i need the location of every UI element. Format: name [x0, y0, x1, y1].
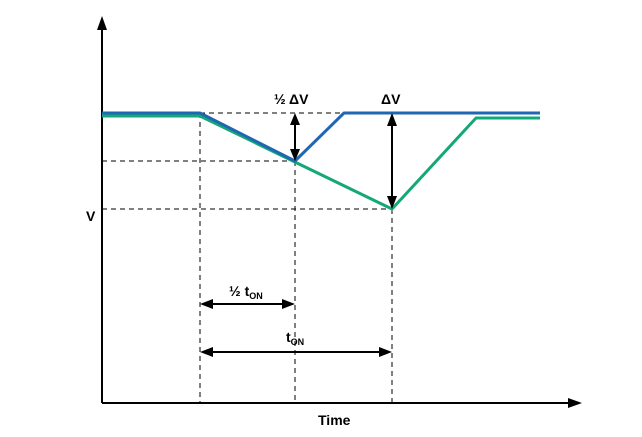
t-on-label-main: t: [286, 329, 291, 345]
half-delta-v-arrowhead-bottom: [290, 149, 300, 161]
delta-v-arrowhead-top: [387, 113, 397, 126]
delta-v-label: ΔV: [381, 91, 401, 107]
x-axis-arrowhead: [568, 398, 582, 408]
half-t-on-label: ½ tON: [229, 283, 263, 301]
half-delta-v-arrowhead-top: [290, 113, 300, 125]
y-axis-label: V: [86, 208, 96, 224]
t-on-arrowhead-right: [379, 347, 392, 357]
half-t-on-label-main: ½ t: [229, 283, 250, 299]
t-on-arrowhead-left: [200, 347, 213, 357]
t-on-label: tON: [286, 329, 304, 347]
half-t-on-arrowhead-left: [200, 299, 213, 309]
t-on-label-sub: ON: [291, 337, 305, 347]
half-t-on-arrowhead-right: [282, 299, 295, 309]
half-delta-v-label: ½ ΔV: [274, 91, 309, 107]
half-t-on-label-sub: ON: [249, 291, 263, 301]
green-trace: [102, 114, 540, 211]
y-axis-arrowhead: [97, 16, 107, 30]
x-axis-label: Time: [318, 412, 351, 428]
delta-v-arrowhead-bottom: [387, 196, 397, 209]
